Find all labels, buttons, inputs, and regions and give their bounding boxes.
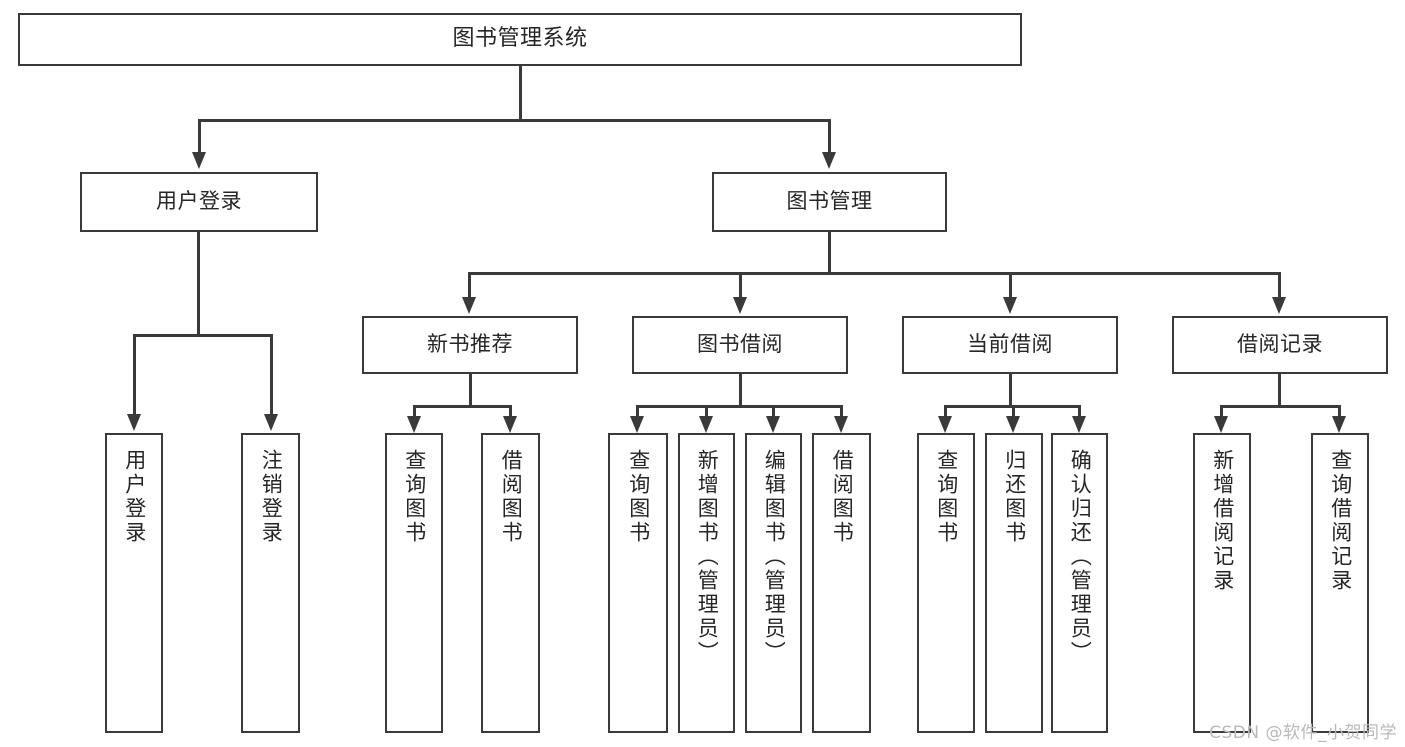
- arrowhead-bb-to-leaf-1: [630, 416, 644, 433]
- connector-book-management-bus: [468, 272, 1280, 275]
- leaf-logout[interactable]: 注销登录: [241, 433, 300, 733]
- leaf-query-books-borrowing[interactable]: 查询图书: [608, 433, 668, 733]
- arrowhead-bm-to-current-borrow: [1003, 297, 1017, 314]
- node-label: 用户登录: [156, 189, 242, 214]
- leaf-edit-book-admin[interactable]: 编辑图书（管理员）: [745, 433, 802, 733]
- connector-br-to-leaf-2: [1338, 405, 1341, 420]
- node-new-book-recommendation[interactable]: 新书推荐: [362, 316, 578, 374]
- node-book-borrowing[interactable]: 图书借阅: [632, 316, 848, 374]
- connector-br-to-leaf-1: [1220, 405, 1223, 420]
- node-label: 借阅记录: [1237, 332, 1323, 357]
- connector-bm-to-borrow-record: [1278, 272, 1281, 299]
- connector-root-to-book-management: [828, 119, 831, 155]
- node-label: 用户登录: [122, 449, 147, 545]
- connector-user-login-to-leaf-1: [133, 334, 136, 416]
- leaf-borrow-books-borrowing[interactable]: 借阅图书: [812, 433, 871, 733]
- arrowhead-user-login-to-leaf-1: [127, 414, 141, 431]
- connector-bb-stem: [739, 374, 742, 407]
- arrowhead-user-login-to-leaf-2: [264, 414, 278, 431]
- connector-bb-to-leaf-4: [840, 405, 843, 420]
- node-label: 借阅图书: [499, 449, 524, 545]
- node-label: 图书管理系统: [452, 26, 588, 52]
- node-label: 注销登录: [259, 449, 284, 545]
- node-label: 查询借阅记录: [1328, 449, 1353, 593]
- node-label: 确认归还（管理员）: [1068, 449, 1093, 665]
- connector-user-login-to-leaf-2: [270, 334, 273, 416]
- node-user-login[interactable]: 用户登录: [80, 172, 318, 232]
- connector-bb-bus: [636, 405, 842, 408]
- connector-cb-to-leaf-3: [1078, 405, 1081, 420]
- arrowhead-bb-to-leaf-4: [834, 416, 848, 433]
- node-label: 新增图书（管理员）: [695, 449, 720, 665]
- arrowhead-nbr-to-leaf-1: [407, 416, 421, 433]
- arrowhead-bm-to-book-borrow: [733, 297, 747, 314]
- arrowhead-br-to-leaf-1: [1214, 416, 1228, 433]
- node-label: 当前借阅: [967, 332, 1053, 357]
- arrowhead-root-to-user-login: [192, 152, 206, 169]
- node-label: 借阅图书: [830, 449, 855, 545]
- node-current-borrowing[interactable]: 当前借阅: [902, 316, 1118, 374]
- arrowhead-root-to-book-management: [822, 152, 836, 169]
- node-book-management[interactable]: 图书管理: [712, 172, 947, 232]
- leaf-query-books-current[interactable]: 查询图书: [917, 433, 975, 733]
- connector-bb-to-leaf-1: [636, 405, 639, 420]
- arrowhead-cb-to-leaf-2: [1006, 416, 1020, 433]
- connector-br-bus: [1220, 405, 1340, 408]
- leaf-user-login[interactable]: 用户登录: [105, 433, 163, 733]
- leaf-confirm-return-admin[interactable]: 确认归还（管理员）: [1051, 433, 1108, 733]
- connector-nbr-to-leaf-1: [413, 405, 416, 420]
- connector-cb-stem: [1009, 374, 1012, 407]
- leaf-return-books[interactable]: 归还图书: [985, 433, 1043, 733]
- arrowhead-bb-to-leaf-3: [766, 416, 780, 433]
- leaf-add-borrow-record[interactable]: 新增借阅记录: [1193, 433, 1251, 733]
- connector-book-management-stem: [828, 232, 831, 274]
- node-label: 查询图书: [934, 449, 959, 545]
- connector-nbr-to-leaf-2: [509, 405, 512, 420]
- connector-user-login-bus: [133, 334, 272, 337]
- arrowhead-bb-to-leaf-2: [699, 416, 713, 433]
- connector-br-stem: [1278, 374, 1281, 407]
- connector-cb-to-leaf-2: [1012, 405, 1015, 420]
- connector-bm-to-current-borrow: [1009, 272, 1012, 299]
- arrowhead-br-to-leaf-2: [1332, 416, 1346, 433]
- csdn-watermark: CSDN @软件_小贺同学: [1209, 723, 1397, 743]
- node-label: 图书借阅: [697, 332, 783, 357]
- node-label: 编辑图书（管理员）: [762, 449, 787, 665]
- connector-cb-to-leaf-1: [944, 405, 947, 420]
- connector-bb-to-leaf-3: [772, 405, 775, 420]
- connector-root-to-user-login: [198, 119, 201, 155]
- leaf-borrow-books-new-rec[interactable]: 借阅图书: [481, 433, 540, 733]
- connector-root-stem: [519, 66, 522, 120]
- leaf-query-books-new-rec[interactable]: 查询图书: [385, 433, 443, 733]
- connector-nbr-stem: [469, 374, 472, 407]
- connector-user-login-stem: [197, 232, 200, 336]
- node-label: 新书推荐: [427, 332, 513, 357]
- connector-nbr-bus: [413, 405, 511, 408]
- arrowhead-nbr-to-leaf-2: [503, 416, 517, 433]
- connector-root-bus: [198, 119, 830, 122]
- node-label: 新增借阅记录: [1210, 449, 1235, 593]
- arrowhead-bm-to-new-book-rec: [462, 297, 476, 314]
- connector-bm-to-book-borrow: [739, 272, 742, 299]
- node-label: 查询图书: [626, 449, 651, 545]
- leaf-add-book-admin[interactable]: 新增图书（管理员）: [678, 433, 735, 733]
- arrowhead-bm-to-borrow-record: [1272, 297, 1286, 314]
- arrowhead-cb-to-leaf-3: [1072, 416, 1086, 433]
- node-label: 归还图书: [1002, 449, 1027, 545]
- node-root-library-management-system[interactable]: 图书管理系统: [18, 13, 1022, 66]
- leaf-query-borrow-record[interactable]: 查询借阅记录: [1311, 433, 1369, 733]
- node-label: 图书管理: [786, 189, 873, 214]
- arrowhead-cb-to-leaf-1: [938, 416, 952, 433]
- connector-bm-to-new-book-rec: [468, 272, 471, 299]
- node-label: 查询图书: [402, 449, 427, 545]
- connector-bb-to-leaf-2: [705, 405, 708, 420]
- node-borrowing-records[interactable]: 借阅记录: [1172, 316, 1388, 374]
